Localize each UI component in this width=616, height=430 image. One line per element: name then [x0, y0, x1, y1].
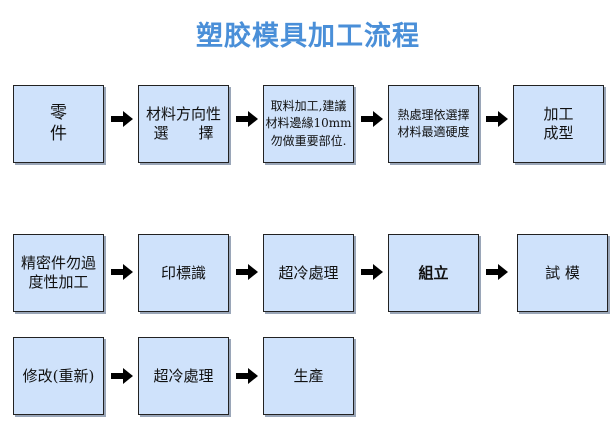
- step-mold-trial: 試 模: [517, 234, 608, 312]
- arrow-6-7: [111, 264, 133, 280]
- arrow-3-4: [361, 111, 383, 127]
- diagram-title: 塑胶模具加工流程: [196, 21, 420, 52]
- arrow-2-3: [236, 111, 258, 127]
- step-production: 生產: [263, 337, 354, 415]
- step-cryogenic-treatment-2: 超冷處理: [138, 337, 229, 415]
- step-marking: 印標識: [138, 234, 229, 312]
- arrow-7-8: [236, 264, 258, 280]
- arrow-1-2: [111, 111, 133, 127]
- step-cryogenic-treatment: 超冷處理: [263, 234, 354, 312]
- step-material-processing: 取料加工,建議 材料邊緣10mm 勿做重要部位.: [263, 85, 354, 163]
- arrow-12-13: [236, 368, 258, 384]
- step-modification: 修改(重新): [13, 337, 104, 415]
- step-precision-parts: 精密件勿過 度性加工: [13, 234, 104, 312]
- arrow-8-9: [361, 264, 383, 280]
- step-assembly: 組立: [388, 234, 479, 312]
- step-machining-forming: 加工 成型: [513, 85, 604, 163]
- step-material-direction: 材料方向性 選 擇: [138, 85, 229, 163]
- step-parts: 零 件: [13, 85, 104, 163]
- step-heat-treatment: 熱處理依選擇 材料最適硬度: [388, 85, 479, 163]
- arrow-4-5: [486, 111, 508, 127]
- arrow-11-12: [111, 368, 133, 384]
- arrow-9-10: [486, 264, 508, 280]
